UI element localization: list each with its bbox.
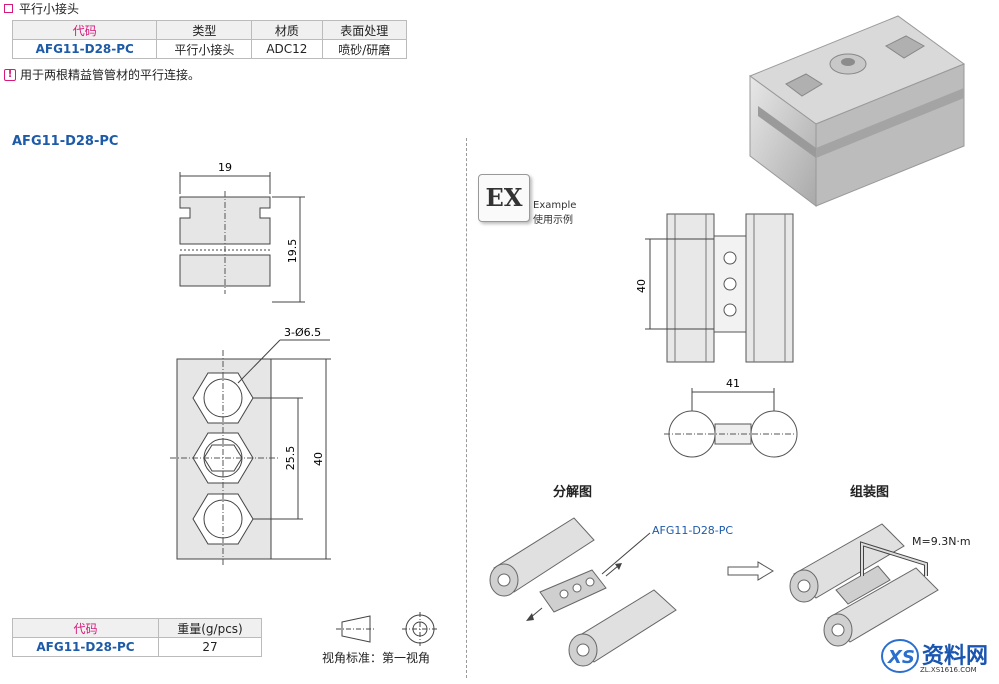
svg-text:XS: XS <box>887 647 915 668</box>
dim-top-width: 19 <box>218 161 232 174</box>
weight-table-header-row: 代码 重量(g/pcs) <box>12 618 263 638</box>
example-label-cn: 使用示例 <box>533 215 573 226</box>
example-front-drawing: 40 <box>635 213 794 363</box>
spec-table: 代码 类型 材质 表面处理 AFG11-D28-PC 平行小接头 ADC12 喷… <box>11 20 408 59</box>
dim-length: 40 <box>312 452 325 466</box>
example-dim-height: 40 <box>635 279 648 293</box>
example-top-drawing: 41 <box>664 377 798 458</box>
projection-symbol-icon <box>336 612 438 646</box>
weight-cell-code: AFG11-D28-PC <box>12 637 159 657</box>
warning-icon: ! <box>4 68 16 81</box>
drawing-top-view: 19 19.5 <box>179 161 305 303</box>
exploded-view-illustration <box>489 517 677 667</box>
spec-table-header-row: 代码 类型 材质 表面处理 <box>11 20 408 40</box>
product-photo <box>748 15 966 208</box>
dim-holes: 3-Ø6.5 <box>284 326 321 339</box>
usage-note-text: 用于两根精益管管材的平行连接。 <box>20 68 201 82</box>
exploded-view-title: 分解图 <box>553 485 593 500</box>
spec-header-type: 类型 <box>156 20 253 40</box>
spec-cell-material: ADC12 <box>251 39 323 59</box>
section-header: 平行小接头 <box>4 0 79 16</box>
watermark-text: 资料网 <box>922 644 989 669</box>
dim-hole-pitch: 25.5 <box>284 446 297 471</box>
weight-cell-weight: 27 <box>157 637 263 657</box>
spec-cell-code: AFG11-D28-PC <box>11 39 158 59</box>
watermark-emblem-icon: XS <box>881 639 919 673</box>
square-bullet-icon <box>4 3 13 13</box>
model-label: AFG11-D28-PC <box>12 134 119 149</box>
example-badge: EX <box>478 174 530 222</box>
projection-label: 视角标准：第一视角 <box>322 651 431 665</box>
weight-header-weight: 重量(g/pcs) <box>157 618 263 638</box>
torque-label: M=9.3N·m <box>912 535 971 548</box>
assembled-view-title: 组装图 <box>850 485 890 500</box>
assembled-view-illustration <box>789 523 939 647</box>
example-dim-width: 41 <box>726 377 740 390</box>
exploded-part-callout: AFG11-D28-PC <box>652 524 734 537</box>
example-label-en: Example <box>533 200 577 211</box>
weight-table-row: AFG11-D28-PC 27 <box>12 637 263 657</box>
usage-note: ! 用于两根精益管管材的平行连接。 <box>4 66 200 83</box>
spec-cell-finish: 喷砂/研磨 <box>321 39 408 59</box>
spec-header-code: 代码 <box>11 20 158 40</box>
weight-header-code: 代码 <box>12 618 159 638</box>
spec-table-row: AFG11-D28-PC 平行小接头 ADC12 喷砂/研磨 <box>11 39 408 59</box>
spec-header-material: 材质 <box>251 20 323 40</box>
divider <box>466 138 467 678</box>
section-title: 平行小接头 <box>19 1 80 16</box>
dim-top-height: 19.5 <box>286 239 299 264</box>
watermark-url: ZL.XS1616.COM <box>920 666 977 674</box>
drawing-front-view: 3-Ø6.5 25.5 40 <box>170 326 331 566</box>
arrow-right-icon <box>727 561 774 581</box>
weight-table: 代码 重量(g/pcs) AFG11-D28-PC 27 <box>12 618 263 657</box>
spec-header-finish: 表面处理 <box>321 20 408 40</box>
watermark-logo: XS 资料网 ZL.XS1616.COM <box>880 632 998 680</box>
spec-cell-type: 平行小接头 <box>156 39 253 59</box>
